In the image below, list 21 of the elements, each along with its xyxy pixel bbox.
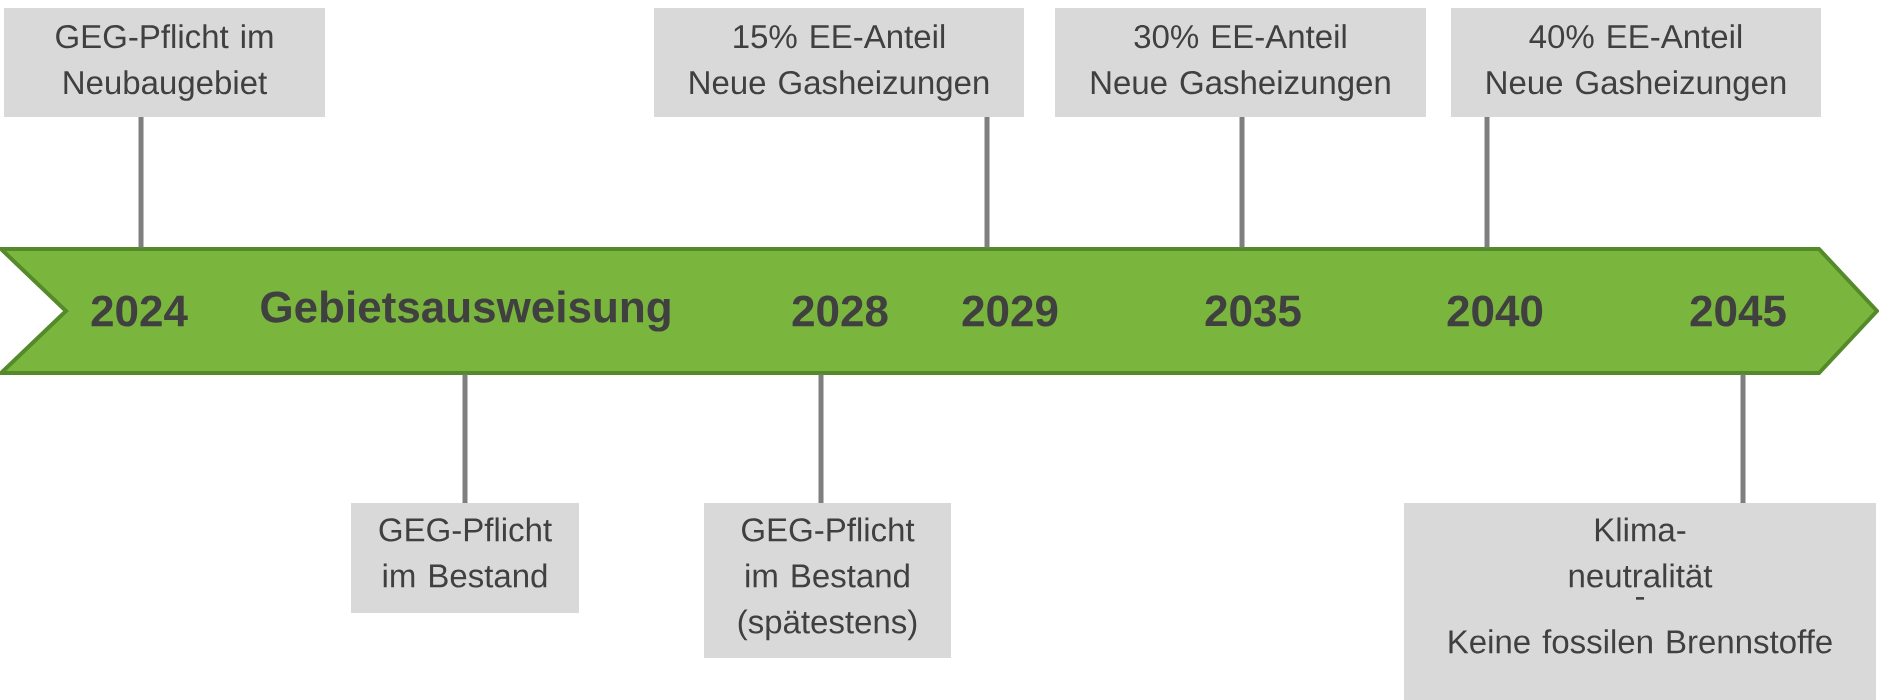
- leader-line: [984, 117, 990, 248]
- leader-line: [138, 117, 144, 248]
- callout-box: GEG-Pflicht im Neubaugebiet: [4, 8, 325, 117]
- callout-box: 30% EE-Anteil Neue Gasheizungen: [1055, 8, 1426, 117]
- leader-line: [1740, 374, 1746, 503]
- leader-line: [1484, 117, 1490, 248]
- callout-box: 15% EE-Anteil Neue Gasheizungen: [654, 8, 1024, 117]
- callout-box: GEG-Pflicht im Bestand (spätestens): [704, 503, 951, 658]
- year-label: 2028: [792, 295, 888, 327]
- year-label: Gebietsausweisung: [261, 290, 670, 332]
- year-label: 2024: [91, 295, 188, 327]
- year-label: 2045: [1690, 295, 1786, 327]
- callout-box: 40% EE-Anteil Neue Gasheizungen: [1451, 8, 1821, 117]
- callout-box: Klima- neutralität - Keine fossilen Brennstoffe: [1404, 503, 1876, 700]
- callout-box: GEG-Pflicht im Bestand: [351, 503, 579, 613]
- leader-line: [818, 374, 824, 503]
- year-label: 2029: [962, 295, 1058, 327]
- year-label: 2035: [1205, 295, 1301, 327]
- year-label: 2040: [1447, 295, 1543, 327]
- leader-line: [462, 374, 468, 503]
- leader-line: [1239, 117, 1245, 248]
